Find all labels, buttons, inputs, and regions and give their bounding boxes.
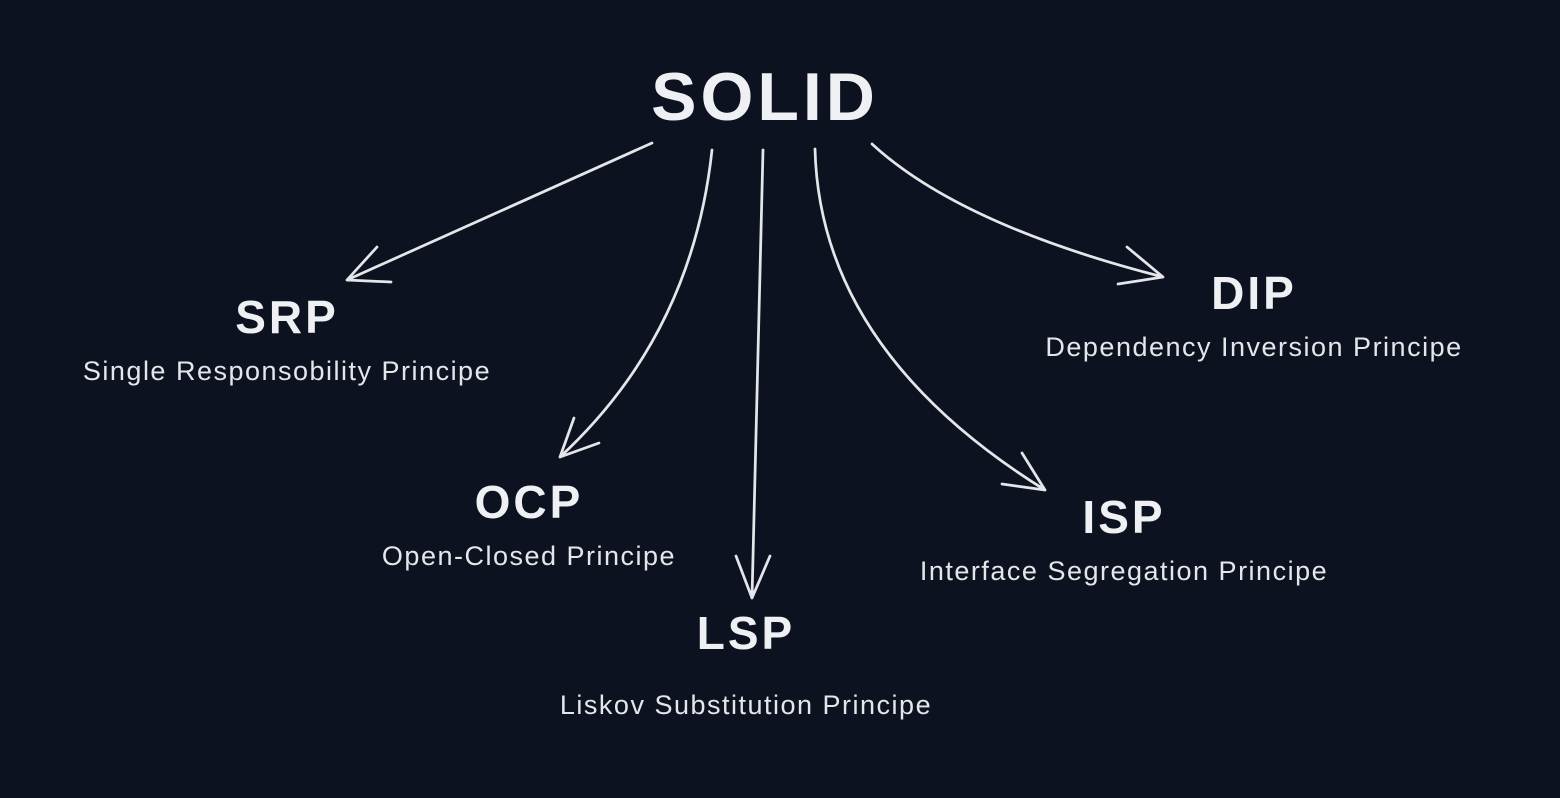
node-dip-label: Dependency Inversion Principe xyxy=(1045,332,1463,362)
diagram-title: SOLID xyxy=(651,59,879,135)
node-ocp-label: Open-Closed Principe xyxy=(381,541,677,571)
node-lsp-abbr: LSP xyxy=(696,607,796,659)
node-ocp: OCP Open-Closed Principe xyxy=(382,475,676,572)
arrow-solid-to-srp xyxy=(345,141,654,284)
arrow-solid-to-lsp xyxy=(734,148,772,600)
node-ocp-abbr: OCP xyxy=(474,476,584,528)
node-dip-abbr: DIP xyxy=(1211,267,1297,319)
node-lsp: LSP Liskov Substitution Principe xyxy=(560,606,932,721)
node-isp: ISP Interface Segregation Principe xyxy=(920,490,1328,587)
node-isp-abbr: ISP xyxy=(1082,491,1166,543)
node-srp-label: Single Responsobility Principe xyxy=(82,356,492,386)
arrow-solid-to-isp xyxy=(813,147,1047,492)
arrow-solid-to-dip xyxy=(870,142,1165,286)
arrow-solid-to-ocp xyxy=(558,148,714,459)
node-srp-abbr: SRP xyxy=(235,291,339,343)
node-isp-label: Interface Segregation Principe xyxy=(919,556,1329,586)
node-dip: DIP Dependency Inversion Principe xyxy=(1045,266,1462,363)
node-lsp-label: Liskov Substitution Principe xyxy=(559,690,933,720)
node-srp: SRP Single Responsobility Principe xyxy=(83,290,491,387)
